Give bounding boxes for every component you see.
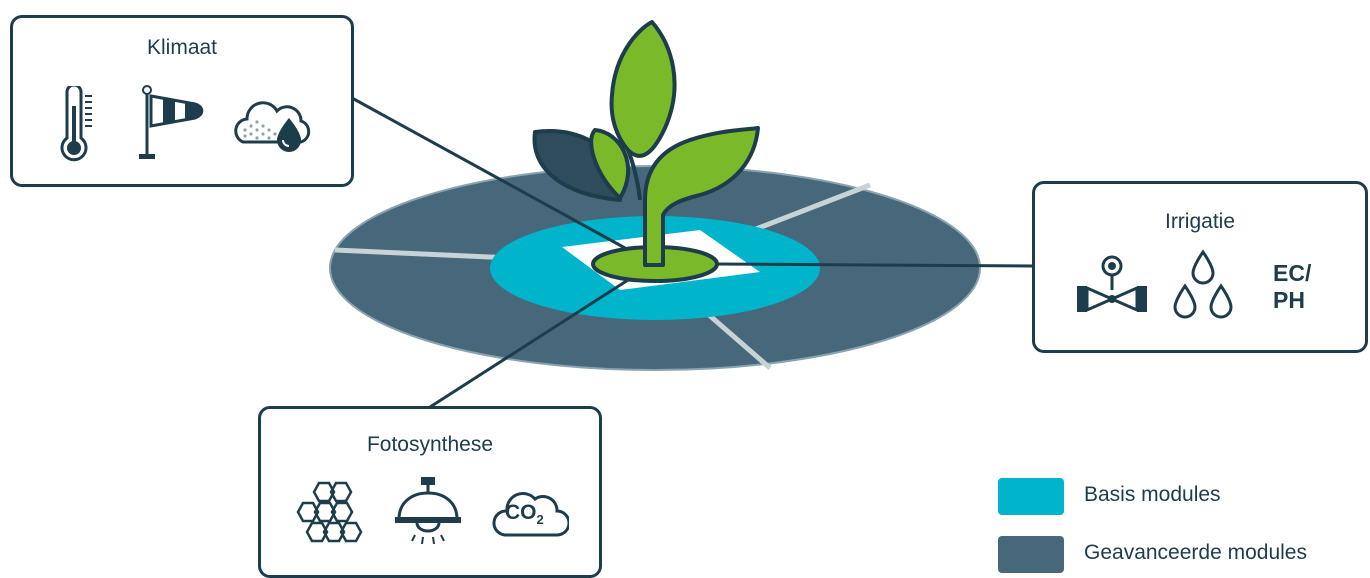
legend-label-advanced: Geavanceerde modules	[1084, 541, 1307, 564]
connector-climate	[351, 96, 626, 250]
water-drops-icon	[1173, 249, 1233, 319]
grow-lamp-icon	[395, 477, 461, 545]
windsock-icon	[139, 85, 204, 159]
legend-swatch-basis	[998, 478, 1064, 515]
plant-icon	[532, 20, 760, 283]
legend-swatch-advanced	[998, 536, 1064, 573]
connector-photosynthesis	[429, 278, 629, 409]
irrigation-title: Irrigatie	[1164, 210, 1236, 233]
connector-irrigation	[714, 262, 1035, 268]
valve-icon	[1077, 255, 1147, 312]
co2-label: CO2	[505, 501, 544, 527]
climate-title: Klimaat	[146, 36, 218, 59]
humidity-cloud-icon	[234, 101, 311, 152]
ec-ph-label: EC/ PH	[1273, 260, 1312, 313]
co2-cloud-icon: CO2	[491, 481, 569, 543]
legend-label-basis: Basis modules	[1084, 483, 1221, 506]
honeycomb-icon	[296, 481, 363, 543]
climate-module-box: Klimaat	[10, 15, 354, 187]
thermometer-icon	[60, 86, 92, 162]
photosynthesis-title: Fotosynthese	[366, 433, 494, 456]
co2-subscript: 2	[536, 512, 544, 528]
co2-text: CO	[505, 501, 537, 524]
irrigation-module-box: Irrigatie EC/ PH	[1032, 181, 1368, 353]
photosynthesis-module-box: Fotosynthese CO2	[258, 406, 602, 578]
